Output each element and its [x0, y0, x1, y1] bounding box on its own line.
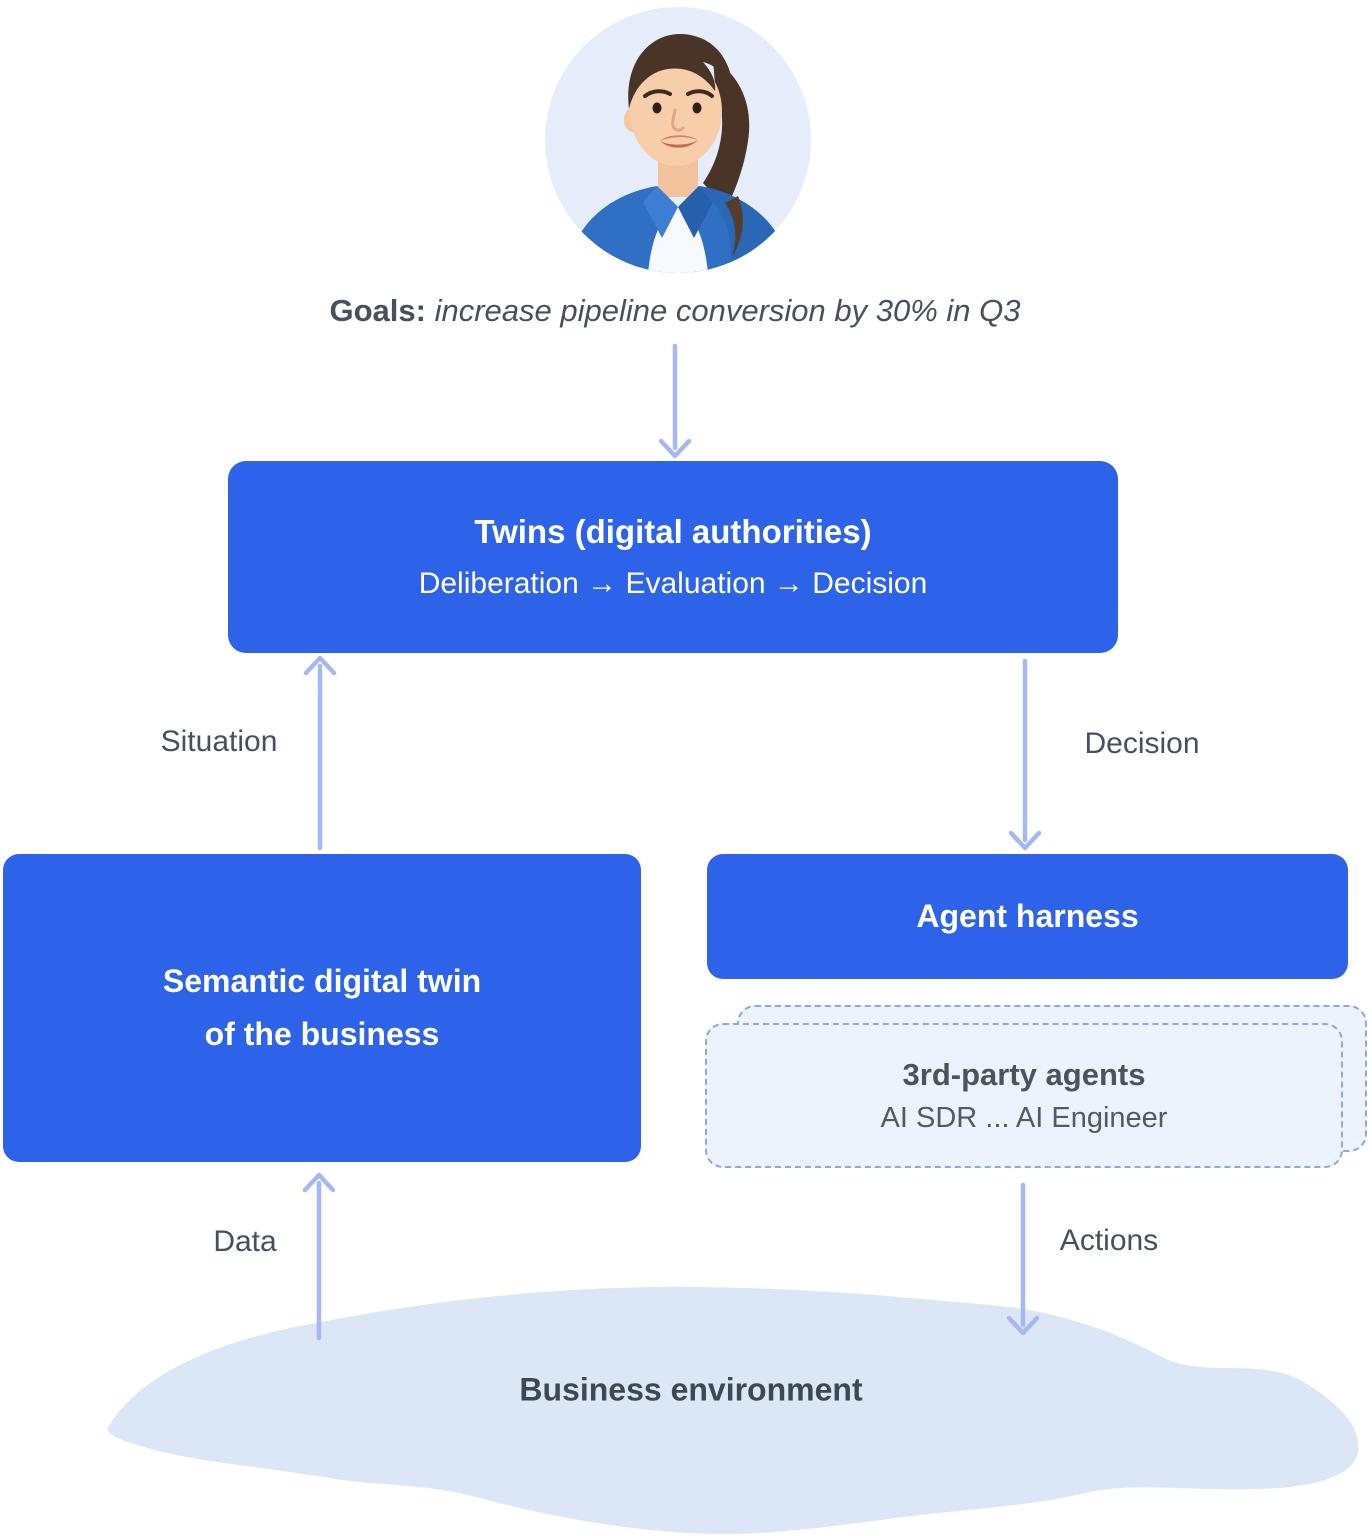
- third-party-agents-title: 3rd-party agents: [902, 1056, 1146, 1092]
- edge-label-situation: Situation: [160, 725, 278, 758]
- goals-label: Goals:: [329, 293, 426, 328]
- avatar-illustration: [545, 7, 811, 273]
- arrow-decision-down: [1008, 658, 1042, 851]
- goals-value: increase pipeline conversion by 30% in Q…: [425, 293, 1021, 328]
- businesswoman-avatar: [545, 7, 811, 273]
- node-third-party-agents: 3rd-party agents AI SDR ... AI Engineer: [705, 1023, 1343, 1168]
- edge-label-data: Data: [213, 1225, 277, 1258]
- semantic-twin-line1: Semantic digital twin: [162, 963, 482, 1000]
- semantic-twin-line2: of the business: [204, 1016, 440, 1052]
- edge-label-actions: Actions: [1059, 1224, 1159, 1257]
- goals-text: Goals: increase pipeline conversion by 3…: [330, 293, 1021, 329]
- twins-title: Twins (digital authorities): [474, 513, 872, 550]
- arrow-actions-down: [1006, 1182, 1040, 1336]
- arrow-data-up: [302, 1172, 336, 1341]
- node-twins-digital-authorities: Twins (digital authorities) Deliberation…: [228, 461, 1118, 653]
- agent-harness-title: Agent harness: [916, 898, 1139, 934]
- node-semantic-digital-twin: Semantic digital twin of the business: [3, 854, 641, 1162]
- business-environment-title: Business environment: [519, 1371, 863, 1408]
- arrow-goal-to-twins: [658, 343, 692, 459]
- node-agent-harness: Agent harness: [707, 854, 1348, 979]
- arrow-situation-up: [303, 655, 337, 851]
- third-party-agents-subtitle: AI SDR ... AI Engineer: [880, 1101, 1168, 1134]
- twins-subtitle: Deliberation → Evaluation → Decision: [418, 567, 928, 600]
- blob-shape: [107, 1286, 1359, 1535]
- edge-label-decision: Decision: [1084, 727, 1200, 760]
